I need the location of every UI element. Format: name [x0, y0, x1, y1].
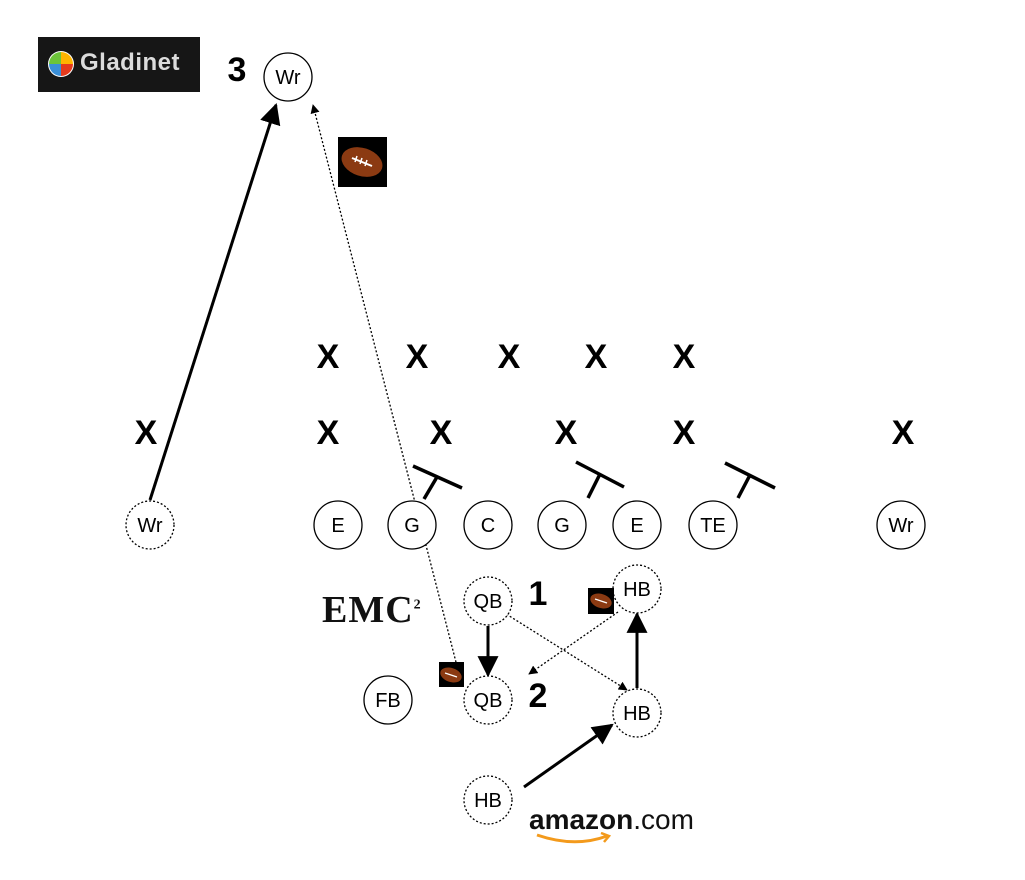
player-label: E	[331, 515, 344, 537]
pass-to-wr-top	[310, 104, 459, 671]
player-label: QB	[474, 591, 503, 613]
player-label: QB	[474, 690, 503, 712]
step-number-1: 1	[529, 575, 548, 613]
player-label: G	[554, 515, 570, 537]
defender-mark: X	[892, 414, 915, 452]
player-label: HB	[474, 790, 502, 812]
player-wr-right: Wr	[876, 500, 926, 550]
block-mark-g-right	[575, 460, 625, 499]
player-g-right: G	[537, 500, 587, 550]
defender-mark: X	[317, 338, 340, 376]
player-wr-top: Wr	[263, 52, 313, 102]
defender-mark: X	[317, 414, 340, 452]
route-qb-cross	[502, 611, 628, 691]
defender-mark: X	[673, 338, 696, 376]
amazon-logo-text: amazon	[529, 804, 634, 835]
step-number-2: 2	[529, 677, 548, 715]
player-label: E	[630, 515, 643, 537]
defender-mark: X	[585, 338, 608, 376]
block-mark-te	[724, 461, 776, 499]
route-hb-cross	[528, 611, 619, 675]
player-label: Wr	[275, 67, 301, 89]
defense: X X X X X X X X X X X	[135, 338, 915, 452]
player-hb-top: HB	[612, 564, 662, 614]
player-label: TE	[700, 515, 726, 537]
player-label: HB	[623, 579, 651, 601]
player-g-left: G	[387, 500, 437, 550]
defender-mark: X	[406, 338, 429, 376]
football-icon	[588, 588, 614, 614]
player-fb: FB	[363, 675, 413, 725]
player-te: TE	[688, 500, 738, 550]
defender-mark: X	[673, 414, 696, 452]
player-label: G	[404, 515, 420, 537]
step-number-3: 3	[228, 51, 247, 89]
block-mark-g-left	[412, 464, 463, 500]
player-label: HB	[623, 703, 651, 725]
football-icon	[338, 137, 387, 187]
defender-mark: X	[555, 414, 578, 452]
amazon-logo-tld: .com	[633, 804, 694, 835]
emc-logo-text: EMC	[322, 589, 414, 631]
football-icon	[439, 662, 464, 687]
defender-mark: X	[135, 414, 158, 452]
player-c: C	[463, 500, 513, 550]
gladinet-logo: Gladinet	[38, 37, 200, 92]
emc-logo-superscript: 2	[413, 597, 422, 613]
emc-logo: EMC2	[322, 588, 422, 632]
defender-mark: X	[430, 414, 453, 452]
gladinet-logo-text: Gladinet	[80, 49, 181, 76]
player-hb-bottom: HB	[463, 775, 513, 825]
defender-mark: X	[498, 338, 521, 376]
route-wr-deep	[148, 102, 281, 501]
route-hb-diagonal	[523, 723, 614, 789]
player-hb-mid: HB	[612, 688, 662, 738]
player-wr-left: Wr	[125, 500, 175, 550]
player-label: Wr	[137, 515, 163, 537]
player-e-right: E	[612, 500, 662, 550]
amazon-smile-icon	[536, 832, 612, 844]
player-e-left: E	[313, 500, 363, 550]
amazon-logo: amazon.com	[529, 804, 694, 844]
player-label: C	[481, 515, 495, 537]
player-qb-1: QB	[463, 576, 513, 626]
gladinet-logo-icon	[48, 51, 74, 77]
player-qb-2: QB	[463, 675, 513, 725]
player-label: FB	[375, 690, 401, 712]
player-label: Wr	[888, 515, 914, 537]
